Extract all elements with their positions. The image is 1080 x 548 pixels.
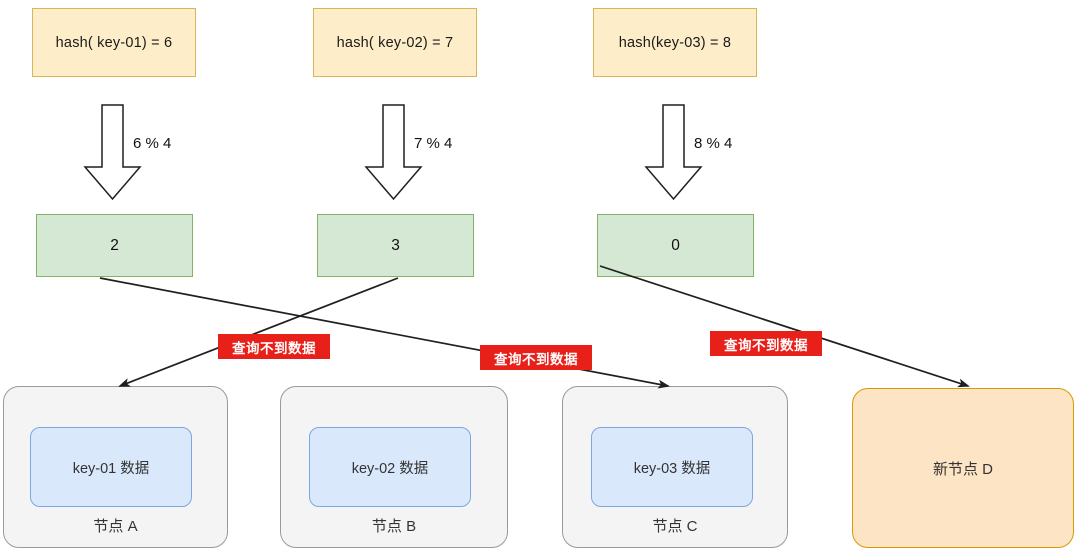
warning-tag-1-label: 查询不到数据 xyxy=(232,340,316,356)
mod-label-2: 7 % 4 xyxy=(414,135,453,152)
node-b-name: 节点 B xyxy=(371,518,417,535)
node-b: key-02 数据 节点 B xyxy=(280,386,508,548)
connector-index0-to-nodeD xyxy=(599,265,970,388)
hash-box-key03: hash(key-03) = 8 xyxy=(593,8,757,77)
block-arrow-3 xyxy=(644,104,703,201)
hash-box-key02-label: hash( key-02) = 7 xyxy=(336,34,454,51)
mod-label-1: 6 % 4 xyxy=(133,135,172,152)
index-box-3-label: 3 xyxy=(391,236,400,254)
warning-tag-3-label: 查询不到数据 xyxy=(724,337,808,353)
hash-box-key01-label: hash( key-01) = 6 xyxy=(55,34,173,51)
node-c: key-03 数据 节点 C xyxy=(562,386,788,548)
index-box-2-label: 2 xyxy=(110,236,119,254)
connector-index3-to-nodeA xyxy=(118,277,399,387)
node-a-data-label: key-01 数据 xyxy=(72,460,150,477)
index-box-2: 2 xyxy=(36,214,193,277)
node-b-data-box: key-02 数据 xyxy=(309,427,471,507)
mod-label-3: 8 % 4 xyxy=(694,135,733,152)
node-c-data-box: key-03 数据 xyxy=(591,427,753,507)
index-box-3: 3 xyxy=(317,214,474,277)
node-d-new: 新节点 D xyxy=(852,388,1074,548)
hash-box-key02: hash( key-02) = 7 xyxy=(313,8,477,77)
hash-box-key03-label: hash(key-03) = 8 xyxy=(618,34,732,51)
warning-tag-1: 查询不到数据 xyxy=(218,334,330,359)
warning-tag-2: 查询不到数据 xyxy=(480,345,592,370)
warning-tag-3: 查询不到数据 xyxy=(710,331,822,356)
node-a: key-01 数据 节点 A xyxy=(3,386,228,548)
hash-box-key01: hash( key-01) = 6 xyxy=(32,8,196,77)
node-d-new-label: 新节点 D xyxy=(932,460,993,478)
node-b-data-label: key-02 数据 xyxy=(351,460,429,477)
warning-tag-2-label: 查询不到数据 xyxy=(494,351,578,367)
node-c-name: 节点 C xyxy=(652,518,698,535)
index-box-0: 0 xyxy=(597,214,754,277)
node-a-name: 节点 A xyxy=(93,518,138,535)
node-c-data-label: key-03 数据 xyxy=(633,460,711,477)
node-a-data-box: key-01 数据 xyxy=(30,427,192,507)
block-arrow-1 xyxy=(83,104,142,201)
index-box-0-label: 0 xyxy=(671,236,680,254)
block-arrow-2 xyxy=(364,104,423,201)
